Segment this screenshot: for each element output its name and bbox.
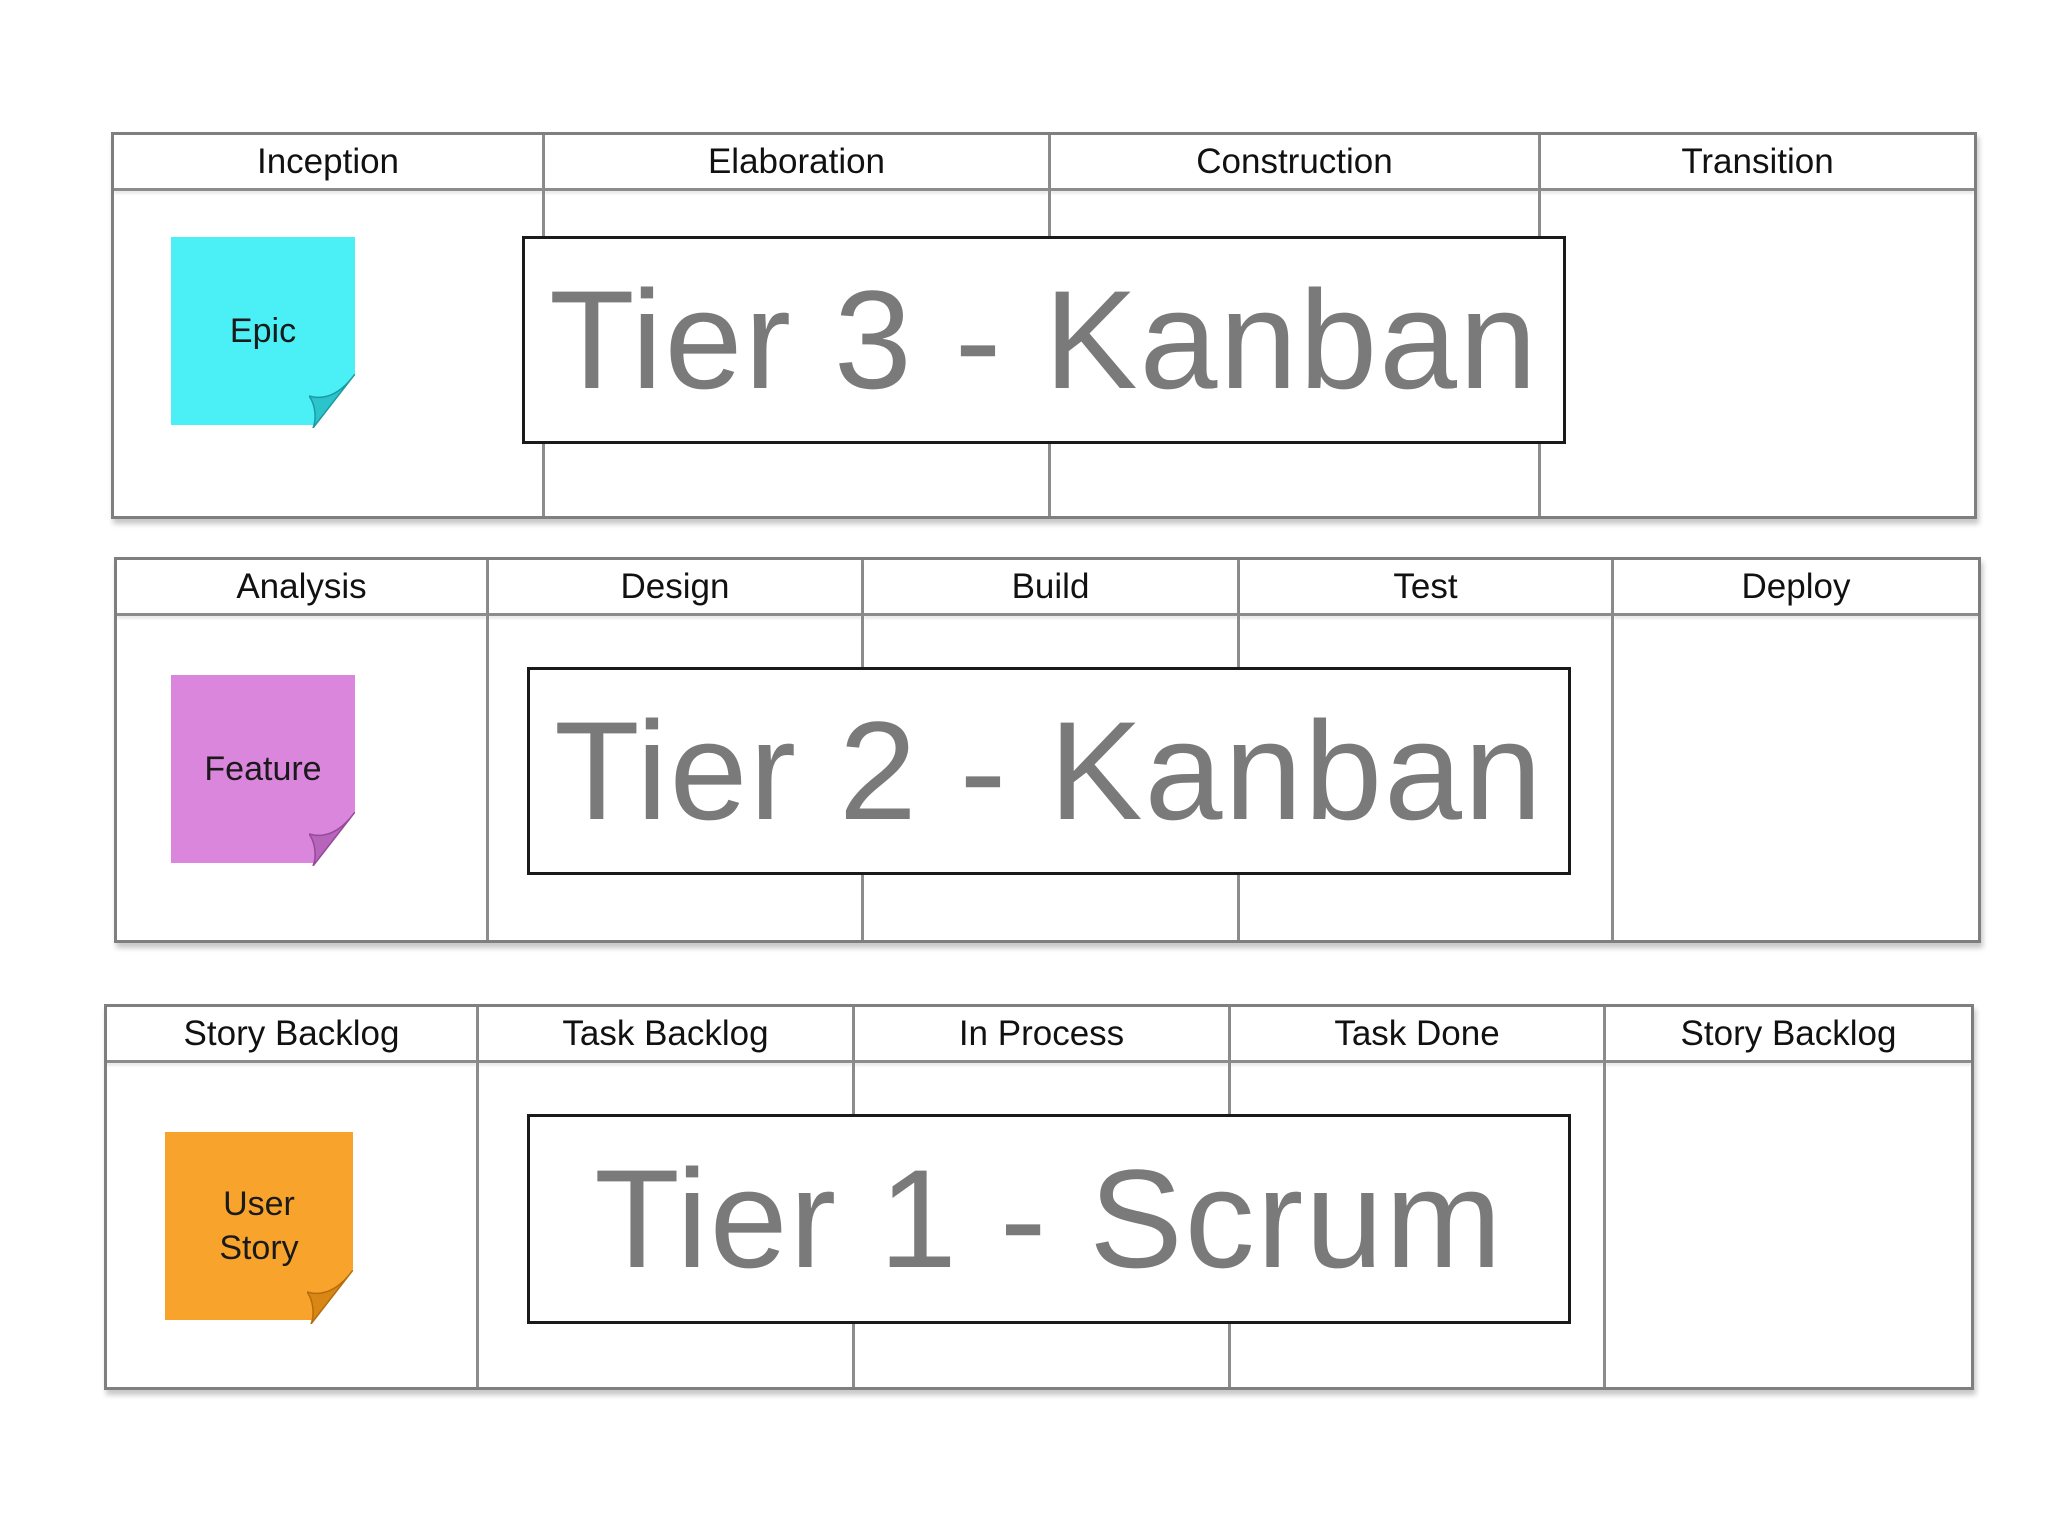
column-inception: Inception — [114, 135, 542, 516]
epic-sticky-note: Epic — [171, 237, 355, 425]
column-header: Elaboration — [545, 135, 1048, 191]
column-header: In Process — [855, 1007, 1228, 1063]
user-story-sticky-note: User Story — [165, 1132, 353, 1320]
column-header: Task Backlog — [479, 1007, 852, 1063]
column-deploy: Deploy — [1611, 560, 1978, 940]
tier-3-board: Inception Elaboration Construction Trans… — [111, 132, 1977, 519]
page-curl-icon — [307, 1270, 353, 1324]
column-header: Build — [864, 560, 1237, 616]
feature-sticky-note: Feature — [171, 675, 355, 863]
column-header: Story Backlog — [107, 1007, 476, 1063]
column-header: Deploy — [1614, 560, 1978, 616]
sticky-note-text: Epic — [229, 311, 297, 350]
page-curl-icon — [309, 374, 355, 428]
column-header: Story Backlog — [1606, 1007, 1971, 1063]
sticky-note-text: User Story — [219, 1184, 299, 1267]
tier-3-label: Tier 3 - Kanban — [522, 236, 1566, 444]
column-header: Construction — [1051, 135, 1538, 191]
column-design: Design — [486, 560, 861, 940]
tier-2-label: Tier 2 - Kanban — [527, 667, 1571, 875]
column-header: Test — [1240, 560, 1611, 616]
column-header: Task Done — [1231, 1007, 1603, 1063]
column-header: Transition — [1541, 135, 1974, 191]
sticky-note-text: Feature — [204, 749, 322, 788]
page-curl-icon — [309, 812, 355, 866]
column-transition: Transition — [1538, 135, 1974, 516]
tier-1-label: Tier 1 - Scrum — [527, 1114, 1571, 1324]
column-task-backlog: Task Backlog — [476, 1007, 852, 1387]
column-story-backlog: Story Backlog — [107, 1007, 476, 1387]
column-header: Design — [489, 560, 861, 616]
column-analysis: Analysis — [117, 560, 486, 940]
column-header: Analysis — [117, 560, 486, 616]
column-header: Inception — [114, 135, 542, 191]
column-story-backlog-end: Story Backlog — [1603, 1007, 1971, 1387]
